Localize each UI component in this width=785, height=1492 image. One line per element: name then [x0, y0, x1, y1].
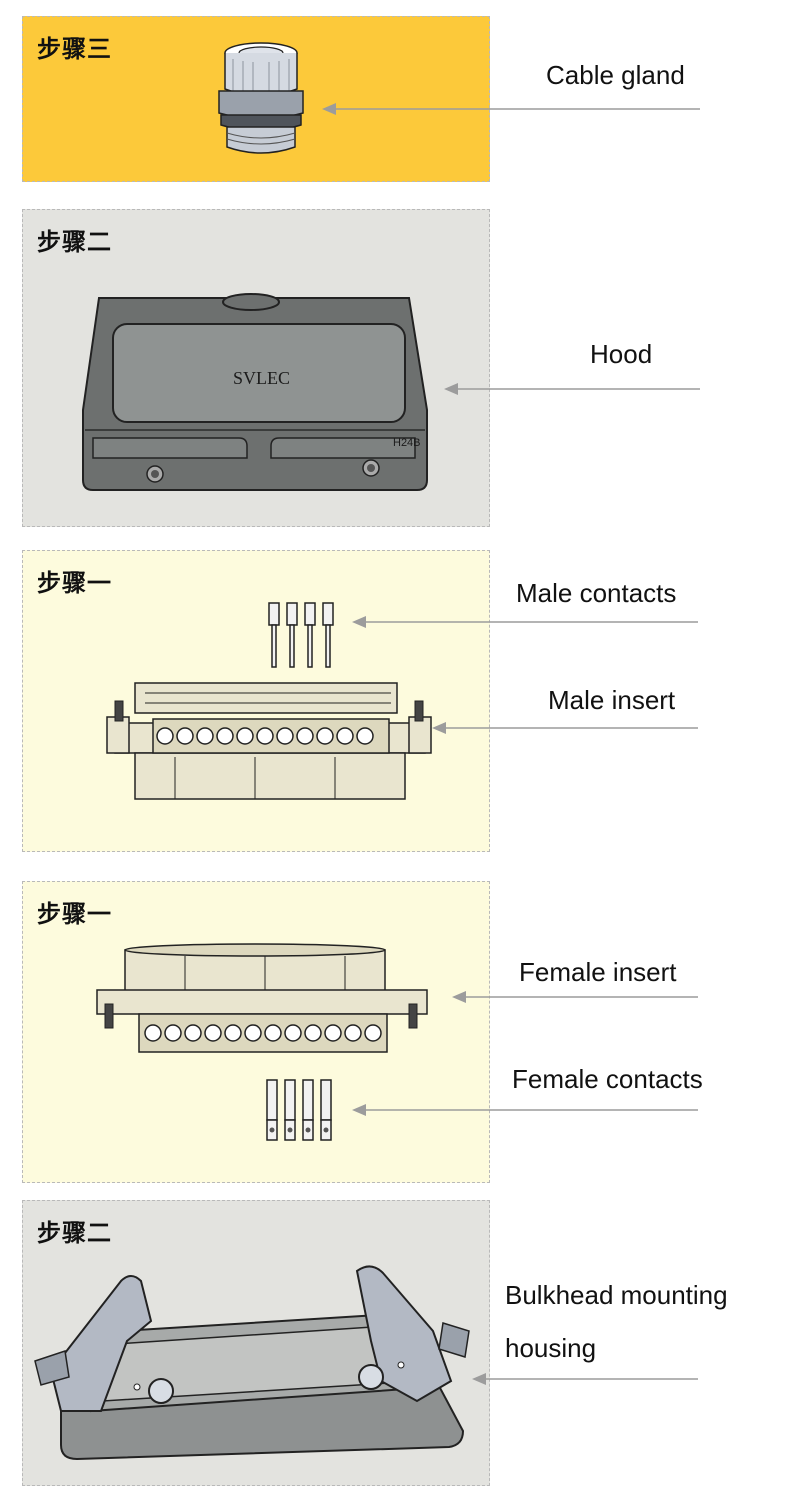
male-insert-illustration [106, 682, 432, 800]
hood-model-text: H24B [393, 437, 421, 449]
step-panel-bulkhead-housing: 步骤二 [22, 1200, 490, 1486]
bulkhead-housing-label-line2: housing [505, 1333, 597, 1363]
hood-brand-text: SVLEC [233, 368, 291, 388]
female-insert-label: Female insert [519, 957, 677, 987]
step-panel-hood: 步骤二 SVLEC H24B [22, 209, 490, 527]
step-label: 步骤二 [37, 1219, 112, 1247]
cable-gland-illustration [218, 42, 304, 154]
male-insert-label: Male insert [548, 685, 676, 715]
bulkhead-housing-illustration [34, 1265, 470, 1461]
step-label: 步骤一 [37, 900, 112, 928]
female-contacts-label: Female contacts [512, 1064, 703, 1094]
hood-arrow [444, 383, 700, 395]
cable-gland-arrow [322, 103, 700, 115]
male-contacts-illustration [268, 602, 334, 668]
step-panel-cable-gland: 步骤三 [22, 16, 490, 182]
step-label: 步骤三 [37, 35, 112, 63]
female-insert-arrow [452, 991, 698, 1003]
male-insert-arrow [432, 722, 698, 734]
hood-label: Hood [590, 339, 653, 369]
bulkhead-housing-arrow [472, 1373, 698, 1385]
hood-illustration [82, 293, 428, 491]
bulkhead-housing-label-line1: Bulkhead mounting [505, 1280, 728, 1310]
female-contacts-illustration [266, 1079, 332, 1141]
step-panel-male-insert: 步骤一 [22, 550, 490, 852]
cable-gland-label: Cable gland [546, 60, 685, 90]
step-label: 步骤二 [37, 228, 112, 256]
female-insert-illustration [96, 943, 428, 1053]
step-panel-female-insert: 步骤一 [22, 881, 490, 1183]
male-contacts-label: Male contacts [516, 578, 677, 608]
male-contacts-arrow [352, 616, 698, 628]
step-label: 步骤一 [37, 569, 112, 597]
female-contacts-arrow [352, 1104, 698, 1116]
